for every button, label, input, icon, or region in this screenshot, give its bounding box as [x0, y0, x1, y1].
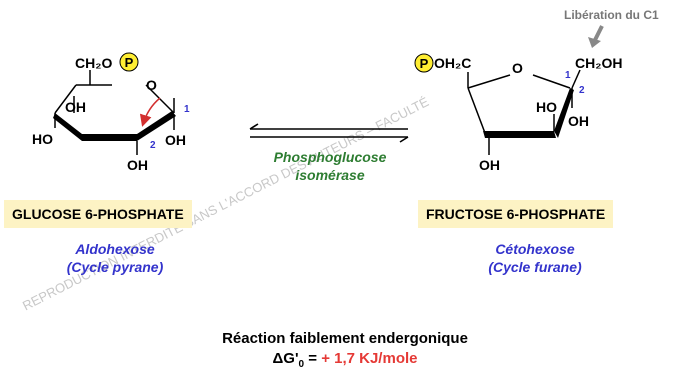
- glucose-c2-number: 2: [150, 140, 156, 151]
- fructose-ho-label: HO: [536, 99, 557, 115]
- fructose-ch2oh-label: CH₂OH: [575, 55, 622, 71]
- delta-g-value: + 1,7 KJ/mole: [321, 350, 418, 367]
- glucose-oh-top: OH: [65, 99, 86, 115]
- fructose-oh-right: OH: [568, 113, 589, 129]
- fructose-subtype-line2: (Cycle furane): [488, 259, 582, 275]
- delta-g-subscript: 0: [298, 359, 305, 370]
- delta-g-equals: =: [304, 350, 322, 367]
- fructose-oh2c-label: OH₂C: [434, 55, 471, 71]
- enzyme-line1: Phosphoglucose: [273, 149, 387, 165]
- reaction-description: Réaction faiblement endergonique: [222, 330, 468, 347]
- enzyme-line2: isomérase: [295, 167, 365, 183]
- fructose-phosphate-icon: [414, 53, 434, 73]
- delta-g-line: ΔG'0 = + 1,7 KJ/mole: [0, 350, 690, 370]
- liberation-arrowhead-icon: [588, 37, 601, 48]
- glucose-oh-right: OH: [165, 132, 186, 148]
- glucose-structure: CH₂O P O OH HO OH OH 1 2: [32, 52, 190, 173]
- glucose-subtype: Aldohexose (Cycle pyrane): [40, 240, 190, 276]
- glucose-phosphate-label: P: [125, 55, 134, 70]
- fructose-subtype: Cétohexose (Cycle furane): [460, 240, 610, 276]
- glucose-ch2o-label: CH₂O: [75, 55, 112, 71]
- fructose-subtype-line1: Cétohexose: [495, 241, 575, 257]
- fructose-ring-oxygen: O: [512, 60, 523, 76]
- liberation-c1-label: Libération du C1: [564, 8, 659, 22]
- glucose-subtype-line2: (Cycle pyrane): [66, 259, 164, 275]
- fructose-phosphate-label: P: [420, 56, 429, 71]
- glucose-ho-left: HO: [32, 131, 53, 147]
- fructose-name-box: FRUCTOSE 6-PHOSPHATE: [418, 200, 614, 228]
- enzyme-label: Phosphoglucose isomérase: [264, 148, 396, 184]
- glucose-oh-bottom: OH: [127, 157, 148, 173]
- fructose-c2-number: 2: [579, 85, 585, 96]
- delta-g-symbol: ΔG': [272, 350, 299, 367]
- glucose-phosphate-icon: [119, 52, 139, 72]
- glucose-c1-number: 1: [184, 104, 190, 115]
- fructose-c1-number: 1: [565, 70, 571, 81]
- glucose-ring-oxygen: O: [146, 77, 157, 93]
- fructose-oh-bottom: OH: [479, 157, 500, 173]
- glucose-name-box: GLUCOSE 6-PHOSPHATE: [4, 200, 192, 228]
- glucose-subtype-line1: Aldohexose: [75, 241, 155, 257]
- equilibrium-arrows: [249, 123, 409, 143]
- fructose-structure: P OH₂C O CH₂OH HO OH OH 1 2 Libération d…: [414, 8, 659, 173]
